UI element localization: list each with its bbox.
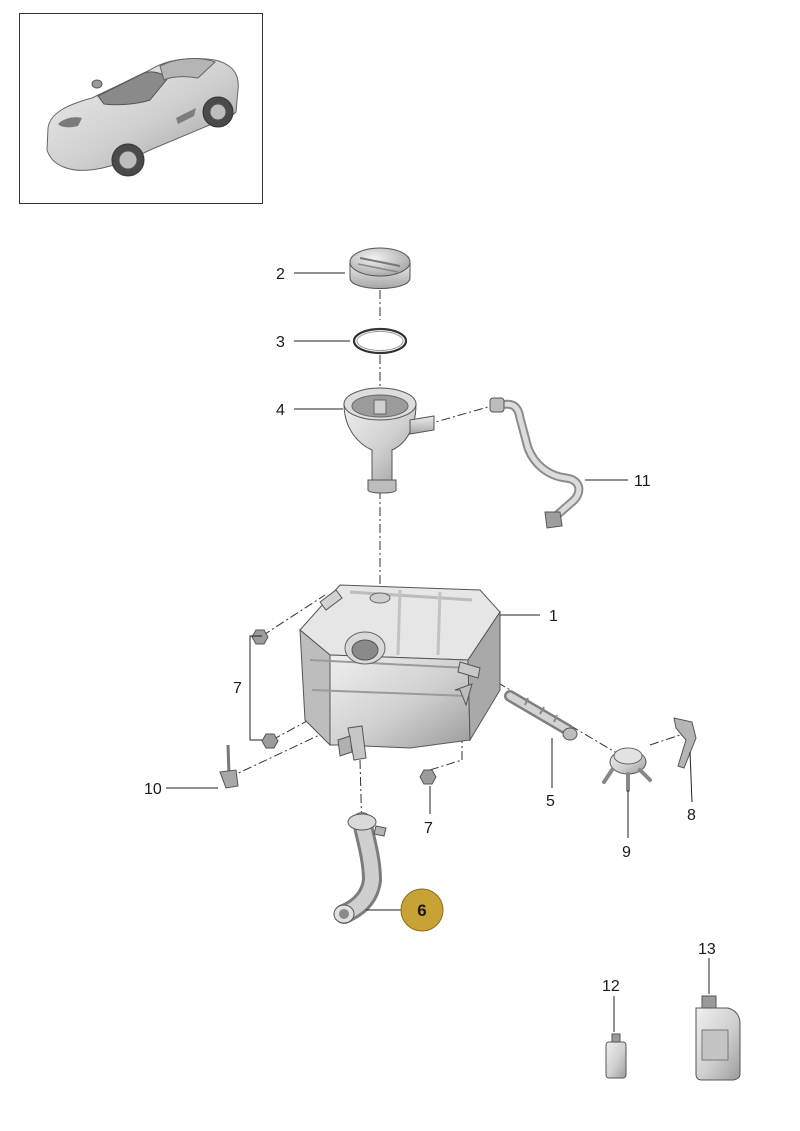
part-7-nut-upper xyxy=(251,629,269,645)
callout-label-9: 9 xyxy=(622,844,631,861)
part-2-cap xyxy=(349,247,411,289)
part-13-fluid-bottle-large xyxy=(695,995,741,1081)
callout-label-7-left: 7 xyxy=(233,680,242,697)
vehicle-thumbnail xyxy=(19,13,263,204)
part-6-coolant-hose xyxy=(333,812,387,924)
part-8-bracket xyxy=(673,717,697,769)
callout-label-11: 11 xyxy=(634,473,651,490)
callout-label-8: 8 xyxy=(687,807,696,824)
callout-label-10: 10 xyxy=(144,781,162,798)
part-7-nut-lower xyxy=(261,733,279,749)
callout-label-7-right: 7 xyxy=(424,820,433,837)
callout-label-13: 13 xyxy=(698,941,716,958)
part-11-vent-hose xyxy=(489,397,584,529)
assembly-lines xyxy=(227,290,681,836)
callout-label-3: 3 xyxy=(276,334,285,351)
callout-label-6[interactable]: 6 xyxy=(417,901,426,920)
sports-car-icon xyxy=(46,57,239,177)
part-4-filler-neck xyxy=(343,387,435,494)
callout-labels: 2 3 4 11 1 7 10 5 8 7 9 12 13 xyxy=(144,266,716,995)
part-9-valve xyxy=(602,747,652,792)
leader-lines xyxy=(166,272,710,1032)
part-3-seal-ring xyxy=(352,327,408,355)
highlighted-callout-badge[interactable]: 6 xyxy=(400,888,444,932)
callout-label-2: 2 xyxy=(276,266,285,283)
callout-label-12: 12 xyxy=(602,978,620,995)
part-1-expansion-tank xyxy=(299,584,501,761)
part-10-level-sensor xyxy=(219,744,239,789)
part-5-hose-connector xyxy=(504,690,578,741)
part-12-fluid-bottle-small xyxy=(605,1033,627,1079)
part-7-nut-right xyxy=(419,769,437,785)
callout-label-1: 1 xyxy=(549,608,558,625)
callout-label-4: 4 xyxy=(276,402,285,419)
callout-6-badge[interactable] xyxy=(400,888,444,932)
callout-label-5: 5 xyxy=(546,793,555,810)
